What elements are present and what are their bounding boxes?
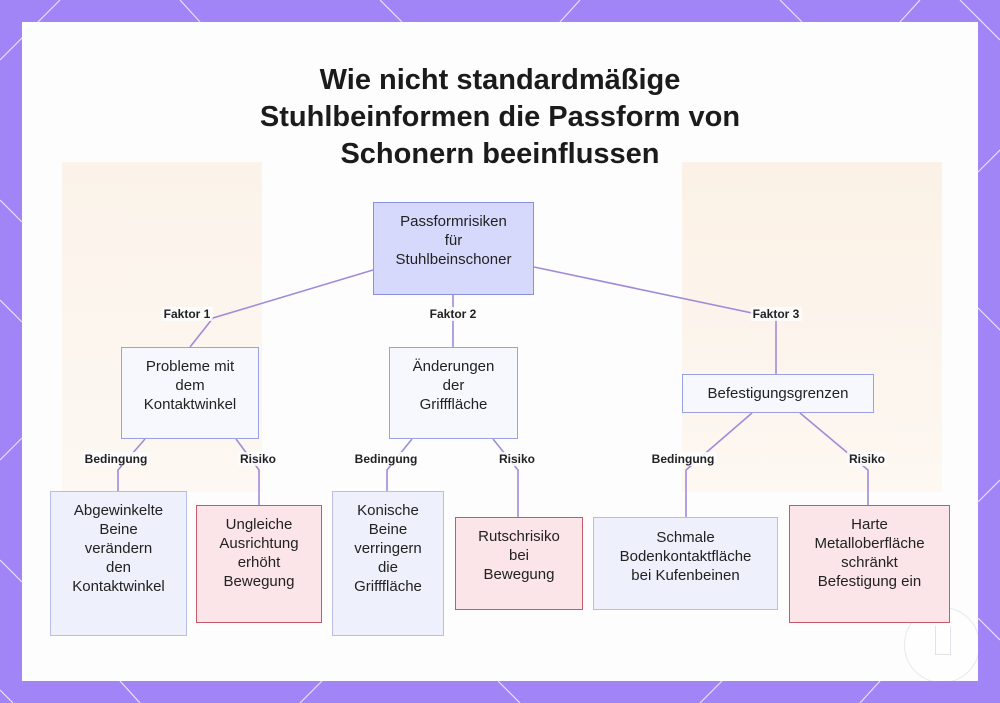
node-risk-3: Harte Metalloberfläche schränkt Befestig… — [789, 505, 950, 623]
node-risk-2-label: Rutschrisiko bei Bewegung — [478, 528, 560, 583]
node-condition-3: Schmale Bodenkontaktfläche bei Kufenbein… — [593, 517, 778, 610]
node-risk-3-label: Harte Metalloberfläche schränkt Befestig… — [814, 516, 925, 590]
edge-label-factor-2: Faktor 2 — [427, 307, 479, 321]
node-root-label: Passformrisiken für Stuhlbeinschoner — [395, 213, 512, 268]
node-risk-1: Ungleiche Ausrichtung erhöht Bewegung — [196, 505, 322, 623]
edge-root-f3 — [533, 266, 777, 374]
node-condition-3-label: Schmale Bodenkontaktfläche bei Kufenbein… — [619, 529, 752, 584]
diagram-title: Wie nicht standardmäßige Stuhlbeinformen… — [22, 62, 978, 173]
node-risk-1-label: Ungleiche Ausrichtung erhöht Bewegung — [219, 516, 299, 590]
node-condition-2: Konische Beine verringern die Grifffläch… — [332, 491, 444, 636]
edge-f1-c1 — [117, 438, 146, 491]
node-factor-2: Änderungen der Grifffläche — [389, 347, 518, 439]
title-line-2: Stuhlbeinformen die Passform von — [259, 101, 741, 133]
edge-f3-c3 — [685, 412, 753, 517]
node-factor-1-label: Probleme mit dem Kontaktwinkel — [143, 358, 237, 413]
edge-label-condition-1: Bedingung — [82, 452, 150, 466]
edge-label-factor-3: Faktor 3 — [750, 307, 802, 321]
node-factor-2-label: Änderungen der Grifffläche — [412, 358, 495, 413]
edge-f3-r3 — [799, 412, 869, 505]
edge-label-condition-3: Bedingung — [649, 452, 717, 466]
edge-label-factor-1: Faktor 1 — [161, 307, 213, 321]
edge-root-f1 — [189, 269, 374, 348]
edge-label-condition-2: Bedingung — [352, 452, 420, 466]
edge-label-risk-2: Risiko — [496, 452, 538, 466]
node-condition-1-label: Abgewinkelte Beine verändern den Kontakt… — [72, 502, 165, 595]
node-factor-1: Probleme mit dem Kontaktwinkel — [121, 347, 259, 439]
node-risk-2: Rutschrisiko bei Bewegung — [455, 517, 583, 610]
node-factor-3: Befestigungsgrenzen — [682, 374, 874, 413]
edge-f2-c2 — [386, 438, 413, 491]
edge-f1-r1 — [235, 438, 260, 505]
title-line-3: Schonern beeinflussen — [340, 138, 660, 170]
edge-label-risk-1: Risiko — [237, 452, 279, 466]
node-condition-1: Abgewinkelte Beine verändern den Kontakt… — [50, 491, 187, 636]
title-line-1: Wie nicht standardmäßige — [319, 64, 681, 96]
edge-f2-r2 — [492, 438, 519, 517]
node-root: Passformrisiken für Stuhlbeinschoner — [373, 202, 534, 295]
node-condition-2-label: Konische Beine verringern die Grifffläch… — [354, 502, 422, 595]
edge-label-risk-3: Risiko — [846, 452, 888, 466]
node-factor-3-label: Befestigungsgrenzen — [707, 385, 849, 402]
